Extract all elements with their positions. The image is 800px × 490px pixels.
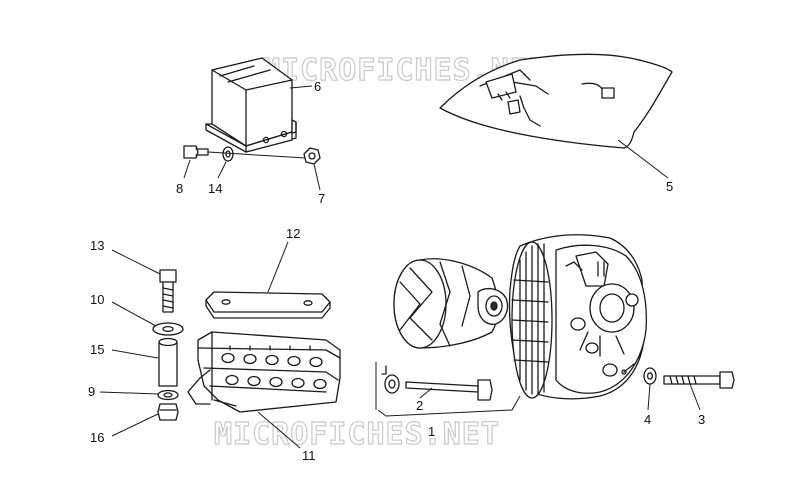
nut-7 [303,147,321,165]
callout-6: 6 [314,79,321,94]
rotor [393,258,509,349]
leader-lines [99,85,701,449]
bolt-2 [381,365,493,401]
callout-7: 7 [318,191,325,206]
callout-16: 16 [90,430,104,445]
callout-15: 15 [90,342,104,357]
callout-13: 13 [90,238,104,253]
callout-3: 3 [698,412,705,427]
callout-4: 4 [644,412,651,427]
callout-11: 11 [302,448,316,463]
washer-14 [222,146,234,162]
callout-14: 14 [208,181,222,196]
callout-10: 10 [90,292,104,307]
washer-9 [157,389,179,401]
spacer-15 [158,337,178,387]
callout-12: 12 [286,226,300,241]
bolt-13 [159,269,177,313]
callout-8: 8 [176,181,183,196]
diode-row-top [221,352,323,368]
assembly-line-6 [207,151,307,159]
diode-board-11 [187,331,341,413]
callout-5: 5 [666,179,673,194]
bolt-3 [663,371,735,389]
callout-2: 2 [416,398,423,413]
alternator-housing [508,234,648,400]
group-bracket-1 [377,395,521,417]
nut-16 [157,403,179,421]
callout-1: 1 [428,424,435,439]
callout-9: 9 [88,384,95,399]
regulator-box [205,57,297,153]
screw-8 [183,145,209,159]
watermark-bottom: MICROFICHES.NET [214,417,500,452]
bracket-plate-12 [205,291,331,319]
diode-row-bottom [225,374,327,390]
washer-4 [643,367,657,385]
washer-10 [152,322,184,336]
wiring-harness-sheet [439,53,673,149]
